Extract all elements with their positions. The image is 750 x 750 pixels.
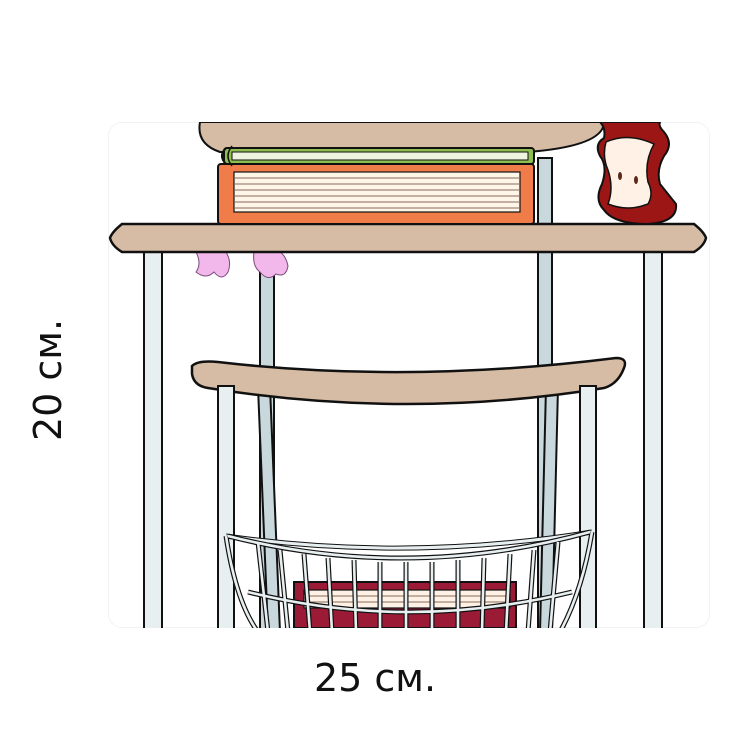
apple-core [596, 122, 678, 226]
desk-top [108, 222, 708, 254]
green-book [221, 145, 535, 167]
height-dimension-label: 20 см. [26, 318, 70, 442]
desk-chair-drawing [108, 122, 708, 628]
orange-book [217, 163, 535, 225]
pink-flowers [195, 251, 289, 278]
illustration [108, 122, 710, 628]
wire-basket [223, 529, 595, 628]
desk-front-legs [143, 249, 663, 628]
chair-backrest [190, 356, 627, 406]
width-dimension-label: 25 см. [313, 656, 437, 700]
